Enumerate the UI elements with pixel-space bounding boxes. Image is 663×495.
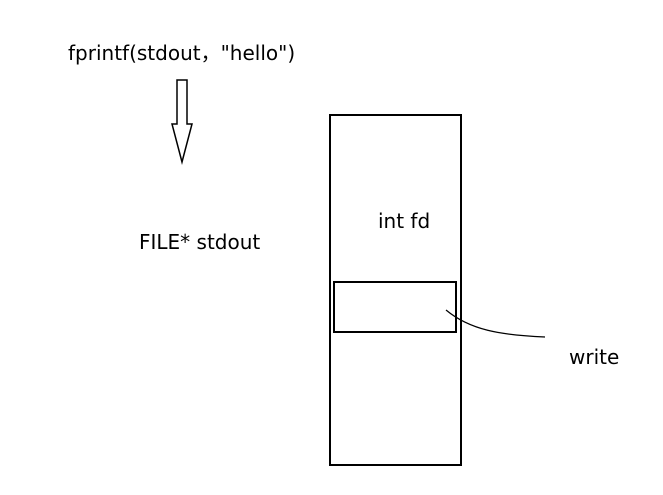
file-struct-box (329, 114, 462, 466)
write-label: write (569, 345, 620, 369)
write-slot-box (333, 281, 457, 333)
down-arrow-icon (171, 79, 193, 165)
file-pointer-label: FILE* stdout (139, 230, 261, 254)
fd-field-label: int fd (378, 209, 431, 233)
write-pointer-line (445, 309, 546, 338)
fprintf-call-label: fprintf(stdout，"hello") (68, 41, 296, 65)
